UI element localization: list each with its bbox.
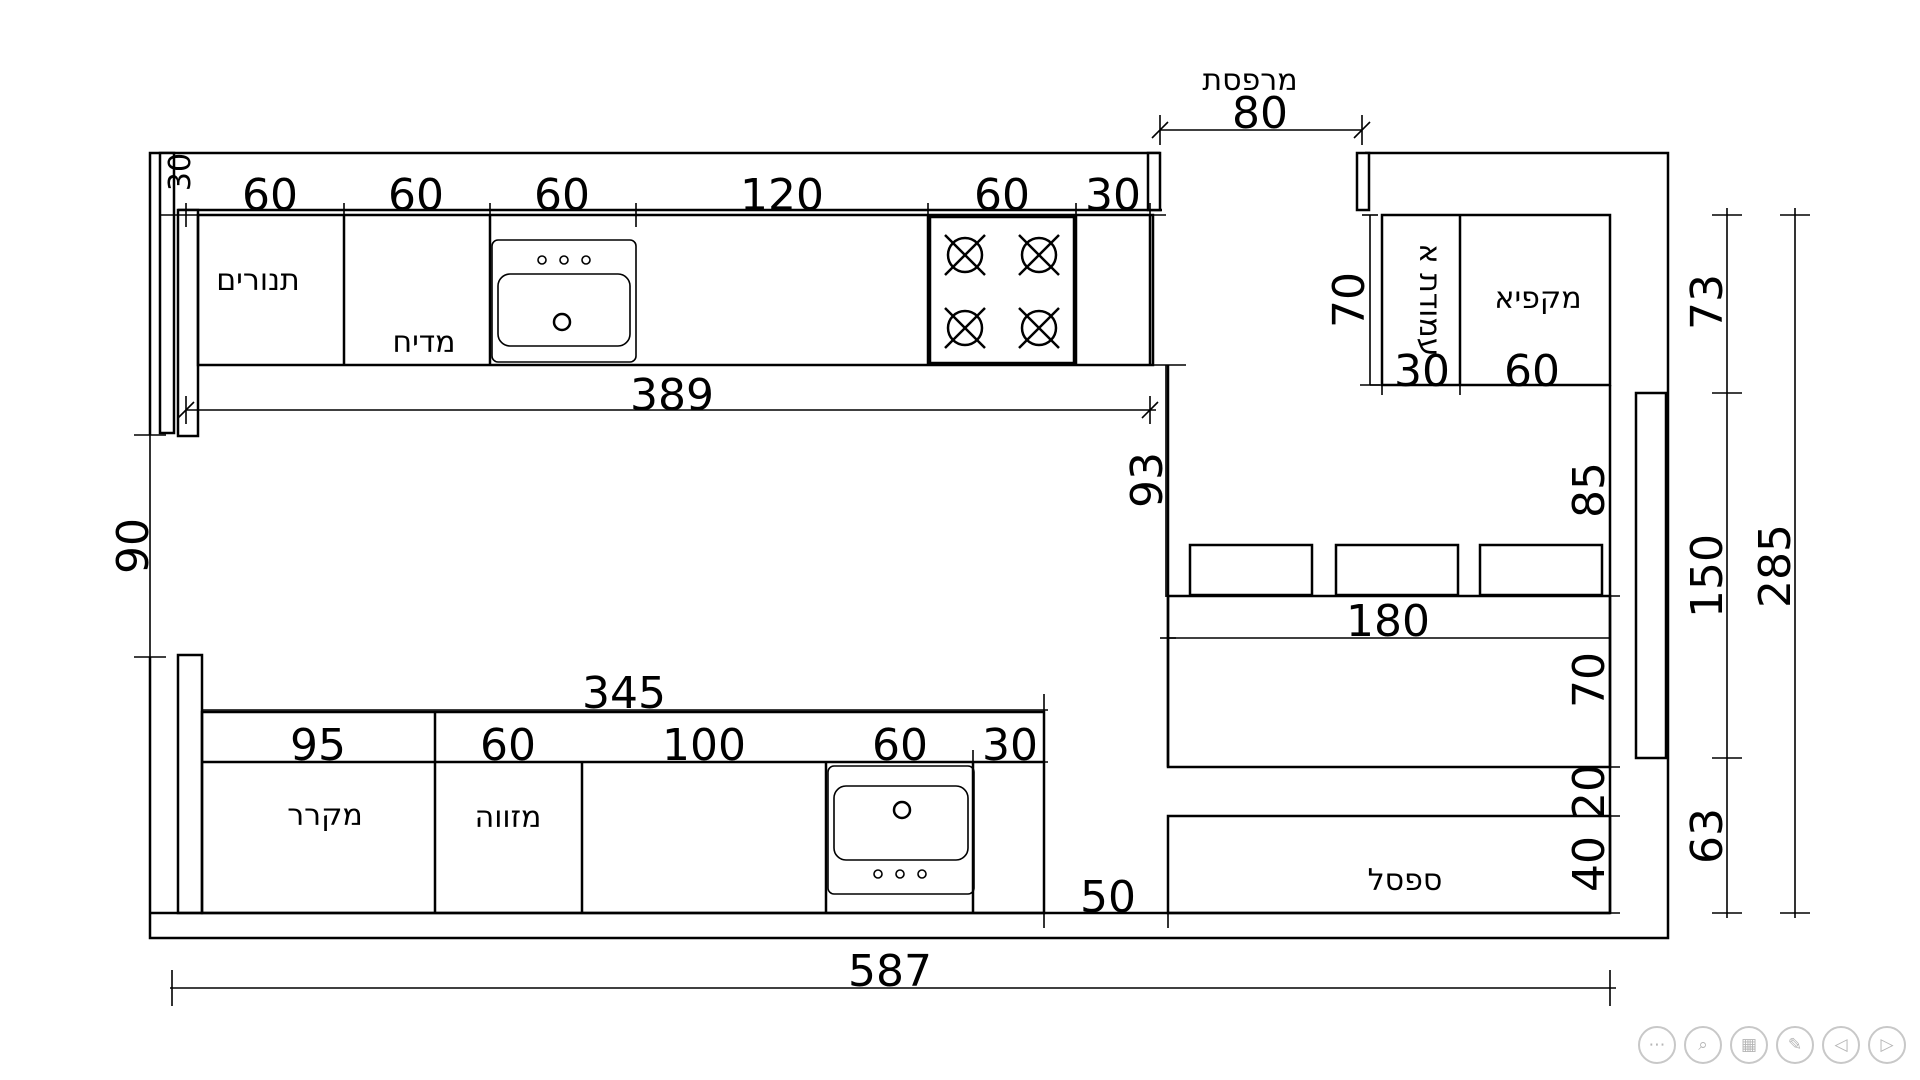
ovens-label: תנורים [216, 263, 299, 298]
dim-120: 120 [740, 170, 824, 221]
dim-100: 100 [662, 720, 746, 771]
dim-345: 345 [582, 668, 666, 719]
dim-90: 90 [108, 518, 159, 574]
dim-180: 180 [1346, 596, 1430, 647]
dim-389: 389 [630, 370, 714, 421]
dim-70-table: 70 [1564, 652, 1615, 708]
cooktop-icon [928, 215, 1076, 365]
tall-column-label: עמודת א [1412, 243, 1447, 356]
dim-60-e: 60 [480, 720, 536, 771]
dim-63: 63 [1682, 808, 1733, 864]
dim-95: 95 [290, 720, 346, 771]
bottom-sink-icon [827, 765, 975, 895]
dimension-lines [134, 115, 1810, 1006]
bench-label: ספסל [1368, 863, 1443, 898]
pantry-label: מזווה [475, 800, 542, 835]
pen-icon[interactable]: ✎ [1776, 1026, 1814, 1064]
top-counter [196, 213, 1155, 367]
dim-80-balcony: 80 [1232, 88, 1288, 139]
dim-60-b: 60 [388, 170, 444, 221]
zoom-icon[interactable]: ⌕ [1684, 1026, 1722, 1064]
dim-285: 285 [1750, 524, 1801, 608]
dim-85: 85 [1564, 462, 1615, 518]
slides-grid-icon[interactable]: ▦ [1730, 1026, 1768, 1064]
seats [1188, 543, 1604, 597]
dim-60-tall: 60 [1504, 346, 1560, 397]
dim-30-tall: 30 [1394, 346, 1450, 397]
previous-slide-button[interactable]: ◁ [1822, 1026, 1860, 1064]
dim-40: 40 [1564, 836, 1615, 892]
dim-30-bottom: 30 [982, 720, 1038, 771]
top-sink-icon [491, 239, 637, 363]
dim-150: 150 [1682, 534, 1733, 618]
dim-20: 20 [1564, 764, 1615, 820]
fridge-label: מקרר [287, 798, 363, 833]
more-options-button[interactable]: ⋯ [1638, 1026, 1676, 1064]
dim-73: 73 [1682, 274, 1733, 330]
dim-30-top: 30 [1085, 170, 1141, 221]
right-partition [1166, 365, 1668, 913]
freezer-label: מקפיא [1494, 281, 1581, 316]
dim-70-tall: 70 [1324, 272, 1375, 328]
balcony-label: מרפסת [1202, 63, 1297, 98]
slideshow-controls: ⋯ ⌕ ▦ ✎ ◁ ▷ [1638, 1026, 1906, 1064]
dim-60-d: 60 [974, 170, 1030, 221]
dim-93: 93 [1122, 452, 1173, 508]
dim-587: 587 [848, 946, 932, 997]
dim-60-a: 60 [242, 170, 298, 221]
dim-60-f: 60 [872, 720, 928, 771]
dishwasher-label: מדיח [392, 325, 455, 360]
dim-50: 50 [1080, 872, 1136, 923]
room-labels: מרפסת תנורים מדיח מקפיא עמודת א מקרר מזו… [216, 63, 1581, 898]
next-slide-button[interactable]: ▷ [1868, 1026, 1906, 1064]
dim-30-left: 30 [163, 153, 198, 191]
dimension-labels: 80 30 60 60 60 120 60 30 389 90 93 70 30… [108, 88, 1801, 997]
dim-60-c: 60 [534, 170, 590, 221]
